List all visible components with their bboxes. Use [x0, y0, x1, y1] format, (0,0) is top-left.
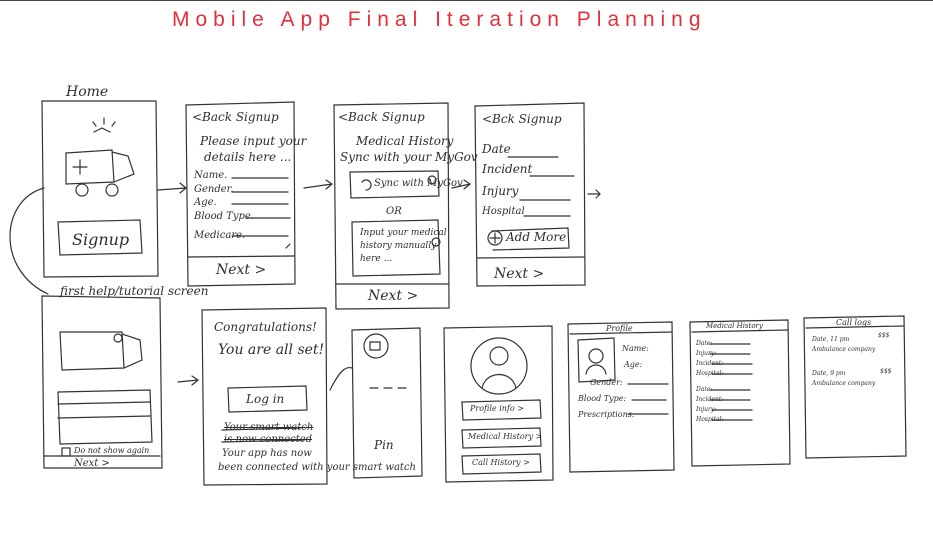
signup3-date-field[interactable]: Date — [482, 142, 511, 156]
pin-frame — [351, 327, 423, 479]
congrats-line2: You are all set! — [218, 342, 325, 358]
signup3-next-button[interactable]: Next > — [494, 266, 545, 282]
call-log-1-line2: Ambulance company — [812, 346, 876, 353]
manual-history-line2: history manually — [360, 241, 437, 251]
congrats-frame — [201, 307, 328, 486]
profile-menu-frame — [443, 325, 554, 483]
signup1-blood-field[interactable]: Blood Type. — [194, 211, 254, 222]
home-signup-button[interactable]: Signup — [72, 230, 130, 249]
medical-history-frame — [689, 319, 791, 467]
signup3-injury-field[interactable]: Injury — [482, 184, 519, 198]
signup1-next-button[interactable]: Next > — [216, 262, 267, 278]
signup1-medicare-field[interactable]: Medicare. — [194, 230, 246, 241]
congrats-line4: been connected with your smart watch — [218, 462, 416, 473]
profile-prescriptions: Prescriptions: — [578, 410, 635, 419]
call-log-2-line2: Ambulance company — [812, 380, 876, 387]
home-label: Home — [66, 84, 109, 100]
profile-title: Profile — [606, 324, 633, 333]
pin-label: Pin — [374, 438, 394, 452]
congrats-strike-1: Your smart watch — [224, 422, 314, 433]
signup3-frame — [474, 102, 586, 287]
mh-entry2-injury: Injury: — [696, 406, 717, 413]
congrats-strike-2: is now connected — [224, 434, 313, 445]
signup1-back-link[interactable]: <Back Signup — [192, 110, 279, 124]
signup1-frame — [185, 101, 296, 287]
call-logs-title: Call logs — [836, 318, 872, 327]
mh-entry1-date: Date: — [696, 340, 713, 347]
tutorial-next-button[interactable]: Next > — [74, 458, 110, 469]
call-log-1-line1: Date, 11 pm — [812, 336, 850, 343]
signup2-next-button[interactable]: Next > — [368, 288, 419, 304]
mh-entry2-incident: Incident: — [696, 396, 724, 403]
call-history-button[interactable]: Call History > — [472, 458, 530, 467]
manual-history-line3: here ... — [360, 254, 393, 264]
wireframe-sketch: Home Signup <Back Signup Please input yo… — [0, 70, 933, 490]
top-border — [0, 0, 933, 1]
sync-mygov-button[interactable]: Sync with MyGov — [374, 178, 463, 189]
sketch-lines — [9, 100, 907, 486]
signup1-age-field[interactable]: Age. — [194, 197, 217, 208]
medical-history-title: Medical History — [706, 322, 763, 330]
signup2-back-link[interactable]: <Back Signup — [338, 110, 425, 124]
home-signup-box — [57, 219, 143, 256]
mh-entry2-date: Date: — [696, 386, 713, 393]
page-title: Mobile App Final Iteration Planning — [172, 8, 707, 31]
signup3-incident-field[interactable]: Incident — [482, 162, 533, 176]
home-frame — [41, 100, 159, 278]
mh-entry2-hospital: Hospital: — [696, 416, 724, 423]
login-button[interactable]: Log in — [246, 392, 285, 406]
profile-age: Age: — [624, 360, 643, 369]
mh-entry1-hospital: Hospital: — [696, 370, 724, 377]
congrats-line3: Your app has now — [222, 448, 312, 459]
signup1-name-field[interactable]: Name. — [194, 170, 228, 181]
call-logs-frame — [803, 315, 907, 459]
signup3-hospital-field[interactable]: Hospital — [482, 206, 525, 217]
add-more-button[interactable]: Add More — [506, 230, 567, 244]
tutorial-label: first help/tutorial screen — [60, 284, 209, 298]
profile-blood: Blood Type: — [578, 394, 627, 403]
mh-entry1-injury: Injury: — [696, 350, 717, 357]
signup2-frame — [333, 102, 450, 310]
signup1-intro-2: details here ... — [204, 150, 292, 164]
or-label: OR — [386, 206, 402, 217]
profile-gender: Gender: — [590, 378, 623, 387]
call-log-2-amount: $$$ — [880, 368, 892, 375]
profile-name: Name: — [622, 344, 649, 353]
tutorial-frame — [41, 295, 163, 469]
call-log-1-amount: $$$ — [878, 332, 890, 339]
mh-entry1-incident: Incident: — [696, 360, 724, 367]
congrats-line1: Congratulations! — [214, 320, 317, 334]
profile-frame — [567, 321, 675, 473]
manual-history-button[interactable]: Input your medical — [360, 228, 447, 238]
signup1-intro-1: Please input your — [200, 134, 307, 148]
profile-info-button[interactable]: Profile info > — [470, 404, 524, 413]
signup3-back-link[interactable]: <Bck Signup — [482, 112, 562, 126]
do-not-show-checkbox[interactable]: Do not show again — [74, 446, 150, 455]
signup2-intro-2: Sync with your MyGov — [340, 150, 478, 164]
signup2-intro-1: Medical History — [356, 134, 454, 148]
call-log-2-line1: Date, 9 pm — [812, 370, 846, 377]
medical-history-button[interactable]: Medical History > — [468, 432, 543, 441]
signup1-gender-field[interactable]: Gender. — [194, 184, 234, 195]
